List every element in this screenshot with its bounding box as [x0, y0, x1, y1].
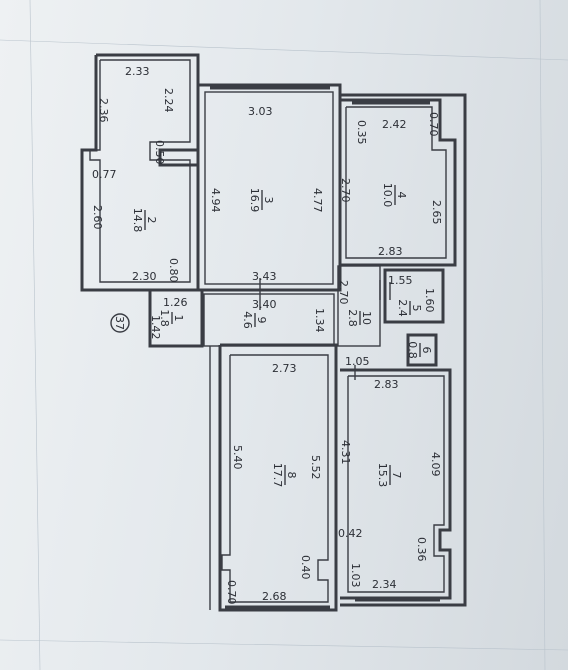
dimension-labels: 2.33 2.36 2.24 0.50 0.77 2.60 2.30 0.80 … — [91, 65, 443, 605]
room-number: 8 — [285, 472, 298, 479]
dimension-label: 0.40 — [299, 555, 312, 580]
dimension-label: 0.80 — [167, 258, 180, 283]
room-label-8: 8 17.7 — [271, 463, 298, 488]
room-area: 0.8 — [406, 341, 419, 359]
room-area: 17.7 — [271, 463, 284, 488]
room-number: 10 — [360, 311, 373, 325]
dimension-label: 0.50 — [153, 140, 166, 165]
dimension-label: 2.34 — [372, 578, 397, 591]
room-area: 14.8 — [131, 208, 144, 233]
room-number: 1 — [172, 315, 185, 322]
dimension-label: 0.70 — [225, 580, 238, 605]
dimension-label: 4.09 — [429, 452, 442, 477]
room-number: 3 — [262, 197, 275, 204]
dimension-label: 1.05 — [345, 355, 370, 368]
room-label-9: 9 4.6 — [241, 311, 268, 329]
dimension-label: 2.70 — [339, 178, 352, 203]
room-label-1: 1 1.8 — [158, 309, 185, 327]
dimension-label: 1.42 — [149, 315, 162, 340]
page-number-circle — [110, 313, 130, 333]
room-number: 9 — [255, 317, 268, 324]
dimension-label: 2.73 — [272, 362, 297, 375]
room-area: 1.8 — [158, 309, 171, 327]
room-area: 2.8 — [346, 309, 359, 327]
room-label-6: 6 0.8 — [406, 341, 433, 359]
walls — [80, 53, 467, 612]
dimension-label: 1.55 — [388, 274, 413, 287]
room-label-10: 10 2.8 — [346, 309, 373, 327]
room-label-5: 5 2.4 — [396, 299, 423, 317]
room-number: 5 — [410, 305, 423, 312]
room-area: 2.4 — [396, 299, 409, 317]
dimension-label: 1.60 — [423, 288, 436, 313]
room-label-2: 2 14.8 — [131, 208, 158, 233]
dimension-label: 2.83 — [374, 378, 399, 391]
dimension-label: 4.77 — [311, 188, 324, 213]
room-area: 16.9 — [248, 188, 261, 213]
dimension-label: 2.36 — [97, 98, 110, 123]
dimension-label: 2.24 — [162, 88, 175, 113]
room-area: 4.6 — [241, 311, 254, 329]
room-label-3: 3 16.9 — [248, 188, 275, 213]
dimension-label: 1.34 — [313, 308, 326, 333]
dimension-label: 2.70 — [337, 280, 350, 305]
dimension-label: 3.03 — [248, 105, 273, 118]
room-area: 15.3 — [376, 463, 389, 488]
room-area: 10.0 — [381, 183, 394, 208]
dimension-label: 2.83 — [378, 245, 403, 258]
dimension-label: 5.52 — [309, 455, 322, 480]
room-label-7: 7 15.3 — [376, 463, 403, 488]
room-label-4: 4 10.0 — [381, 183, 408, 208]
dimension-label: 0.35 — [355, 120, 368, 145]
dimension-label: 3.40 — [252, 298, 277, 311]
dimension-label: 0.70 — [427, 112, 440, 137]
room-number: 7 — [390, 472, 403, 479]
page-number: 37 — [113, 316, 126, 330]
dimension-label: 1.03 — [349, 563, 362, 588]
room-number: 2 — [145, 217, 158, 224]
room-number: 4 — [395, 192, 408, 199]
room-labels: 1 1.8 2 14.8 3 16.9 4 10.0 5 2.4 6 0.8 — [131, 183, 433, 488]
dimension-label: 2.42 — [382, 118, 407, 131]
dimension-label: 2.68 — [262, 590, 287, 603]
dimension-label: 2.60 — [91, 205, 104, 230]
dimension-label: 0.77 — [92, 168, 117, 181]
dimension-label: 4.94 — [209, 188, 222, 213]
dimension-label: 3.43 — [252, 270, 277, 283]
dimension-label: 1.26 — [163, 296, 188, 309]
dimension-label: 0.42 — [338, 527, 363, 540]
dimension-label: 5.40 — [231, 445, 244, 470]
dimension-label: 2.30 — [132, 270, 157, 283]
dimension-label: 4.31 — [339, 440, 352, 465]
dimension-label: 2.65 — [430, 200, 443, 225]
dimension-label: 2.33 — [125, 65, 150, 78]
room-number: 6 — [420, 347, 433, 354]
dimension-label: 0.36 — [415, 537, 428, 562]
